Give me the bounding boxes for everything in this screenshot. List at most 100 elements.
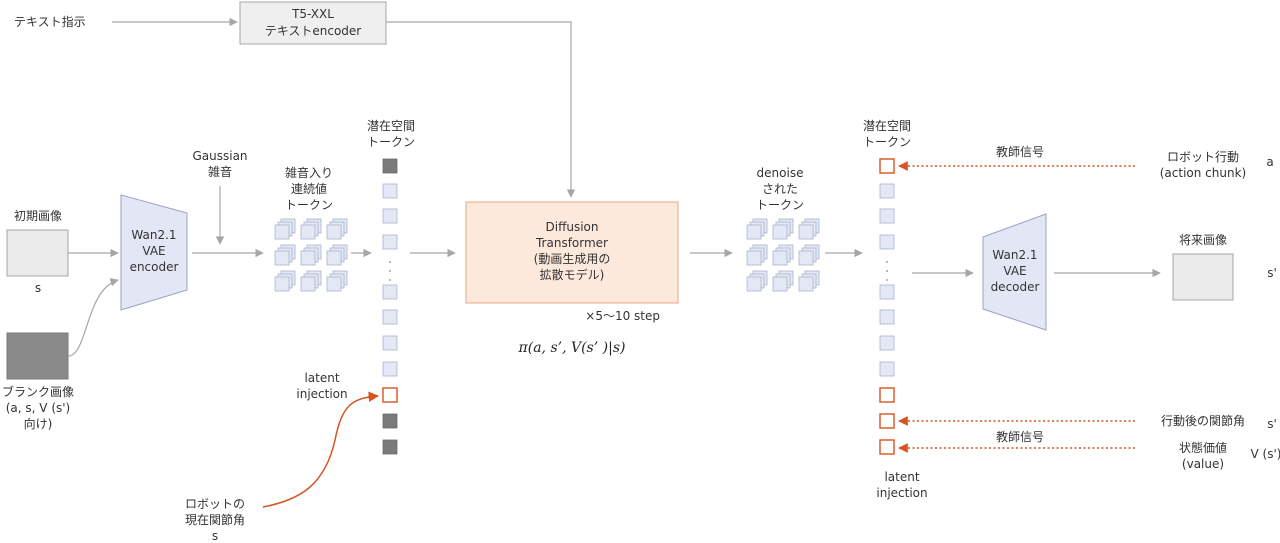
post-joint-label: 行動後の関節角 [1161, 413, 1245, 428]
token-stack [772, 270, 794, 292]
latent-token-light [382, 208, 398, 224]
vae-decoder-shape [982, 213, 1047, 331]
decoder-label-3: decoder [991, 280, 1040, 294]
token-card [772, 250, 788, 266]
latent-token-column-left [382, 158, 398, 455]
denoised-label-3: トークン [756, 198, 804, 212]
latent-token-light [879, 183, 895, 199]
ellipsis-dot [886, 270, 888, 272]
encoder-label-2: VAE [142, 244, 165, 258]
token-stack [798, 244, 820, 266]
gaussian-label-1: Gaussian [192, 149, 247, 163]
dit-label-3: (動画生成用の [534, 252, 611, 266]
dit-label-2: Transformer [535, 236, 608, 250]
initial-image-box [6, 229, 69, 277]
dit-label-4: 拡散モデル) [540, 267, 605, 282]
token-stack [274, 270, 296, 292]
t5-label-1: T5-XXL [291, 7, 334, 21]
arrow-t5-to-dit [386, 21, 576, 198]
latent-injection-left-1: latent [304, 371, 339, 385]
post-joint-symbol: s' [1267, 417, 1277, 431]
token-stack [746, 270, 768, 292]
token-card [746, 224, 762, 240]
token-card [274, 224, 290, 240]
dit-box [465, 201, 679, 304]
latent-token-light [382, 234, 398, 250]
vae-encoder-shape [120, 194, 188, 311]
latent-injection-right-2: injection [876, 486, 927, 500]
robot-joint-label-2: 現在関節角 [185, 512, 245, 527]
encoder-label-3: encoder [130, 260, 179, 274]
token-stack [746, 218, 768, 240]
token-card [274, 276, 290, 292]
latent-token-inj [879, 158, 895, 174]
latent-token-inj [382, 387, 398, 403]
noisy-token-grid [274, 218, 348, 292]
token-card [772, 224, 788, 240]
latent-token-light [382, 183, 398, 199]
robot-joint-label-1: ロボットの [185, 497, 245, 511]
arrow-joint-injection [262, 391, 380, 508]
token-card [274, 250, 290, 266]
robot-action-label-2: (action chunk) [1160, 166, 1246, 180]
token-stack [326, 244, 348, 266]
token-card [326, 276, 342, 292]
latent-injection-right-1: latent [884, 470, 919, 484]
blank-image-label-3: 向け) [24, 416, 53, 431]
ellipsis-dot [389, 261, 391, 263]
decoder-label-2: VAE [1003, 264, 1026, 278]
token-card [326, 224, 342, 240]
arrow-blank-to-encoder [67, 278, 119, 357]
latent-token-dark [382, 413, 398, 429]
latent-injection-left-2: injection [296, 387, 347, 401]
initial-image-label: 初期画像 [14, 209, 62, 223]
token-card [746, 250, 762, 266]
latent-token-light [879, 309, 895, 325]
steps-label: ×5〜10 step [585, 309, 660, 323]
latent-token-light [879, 234, 895, 250]
future-image-symbol: s' [1267, 266, 1277, 280]
robot-action-symbol: a [1266, 155, 1273, 169]
ellipsis-dot [886, 279, 888, 281]
t5-label-2: テキストencoder [265, 24, 362, 38]
ellipsis-dot [389, 270, 391, 272]
latent-token-inj [879, 387, 895, 403]
token-stack [746, 244, 768, 266]
token-stack [326, 270, 348, 292]
latent-right-label-1: 潜在空間 [863, 119, 911, 133]
latent-token-inj [879, 413, 895, 429]
noisy-tokens-label-1: 雑音入り [285, 165, 333, 180]
token-card [326, 250, 342, 266]
robot-joint-symbol: s [212, 529, 218, 543]
blank-image-label-2: (a, s, V (s') [6, 401, 70, 415]
token-stack [300, 270, 322, 292]
token-stack [772, 218, 794, 240]
latent-token-light [382, 284, 398, 300]
blank-image-label-1: ブランク画像 [2, 384, 74, 399]
token-card [798, 276, 814, 292]
token-card [746, 276, 762, 292]
token-stack [798, 270, 820, 292]
state-value-label-1: 状態価値 [1179, 440, 1227, 455]
dit-label-1: Diffusion [546, 220, 599, 234]
decoder-label-1: Wan2.1 [992, 248, 1037, 262]
state-value-symbol: V (s') [1251, 447, 1280, 461]
token-card [772, 276, 788, 292]
teacher-signal-bottom: 教師信号 [996, 429, 1044, 444]
initial-image-symbol: s [35, 281, 41, 295]
noisy-tokens-label-3: トークン [285, 198, 333, 212]
encoder-label-1: Wan2.1 [131, 228, 176, 242]
latent-token-light [382, 335, 398, 351]
state-value-label-2: (value) [1182, 457, 1224, 471]
token-stack [300, 244, 322, 266]
future-image-label: 将来画像 [1179, 233, 1227, 247]
token-stack [772, 244, 794, 266]
denoised-token-grid [746, 218, 820, 292]
token-stack [300, 218, 322, 240]
latent-token-light [879, 284, 895, 300]
teacher-signal-top: 教師信号 [996, 144, 1044, 159]
latent-token-column-right [879, 158, 895, 455]
latent-token-dark [382, 158, 398, 174]
latent-left-label-2: トークン [367, 135, 415, 149]
